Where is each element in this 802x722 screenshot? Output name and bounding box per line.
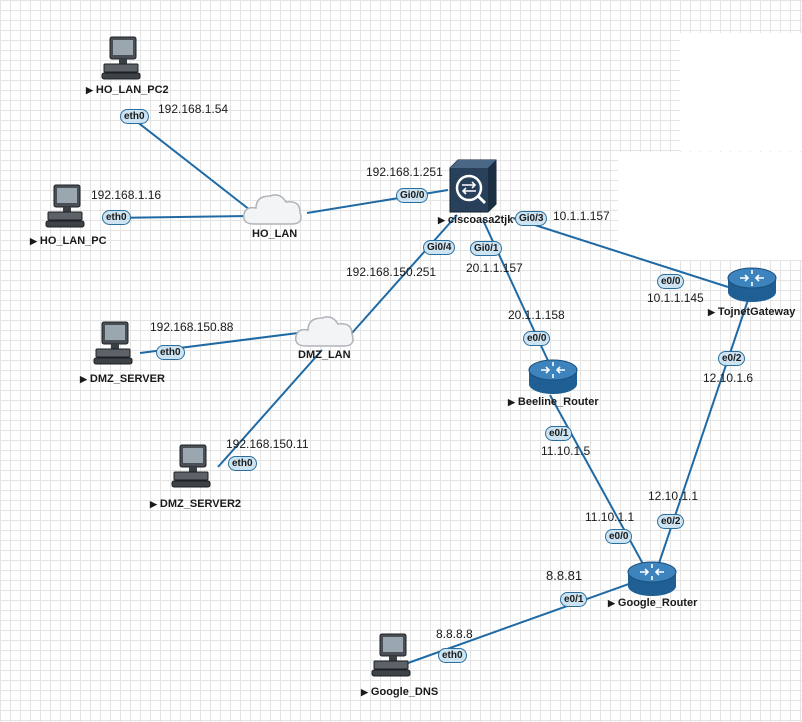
router-node-google[interactable] xyxy=(626,560,678,605)
link-asa-to-tojnet[interactable] xyxy=(512,217,729,288)
port-tojnet-e00[interactable]: e0/0 xyxy=(657,274,685,289)
cloud-node-dmz-lan[interactable] xyxy=(292,310,358,355)
ip-tojnet-e02: 12.10.1.6 xyxy=(703,371,754,385)
ip-asa-gi01: 20.1.1.157 xyxy=(466,261,523,275)
desktop-pc-icon xyxy=(92,321,136,370)
blank-canvas-area xyxy=(618,152,802,260)
ip-dmz-server2: 192.168.150.11 xyxy=(226,437,309,451)
port-google-e02[interactable]: e0/2 xyxy=(657,514,685,529)
cloud-icon xyxy=(240,194,306,232)
pc-node-ho-lan-pc2[interactable] xyxy=(100,35,144,86)
pc-node-ho-lan-pc[interactable] xyxy=(44,183,88,234)
port-tojnet-e02[interactable]: e0/2 xyxy=(718,351,746,366)
port-asa-gi01[interactable]: Gi0/1 xyxy=(470,241,503,256)
desktop-pc-icon xyxy=(370,633,414,682)
ip-dmz-server: 192.168.150.88 xyxy=(150,320,234,334)
router-icon xyxy=(527,359,579,402)
link-ho-lan-pc-to-ho-lan[interactable] xyxy=(109,215,249,219)
desktop-pc-icon xyxy=(100,36,144,85)
firewall-icon xyxy=(448,159,498,218)
ip-tojnet-e00: 10.1.1.145 xyxy=(647,291,704,305)
node-label-beeline[interactable]: ▶Beeline_Router xyxy=(508,396,599,408)
node-label-dmz-server[interactable]: ▶DMZ_SERVER xyxy=(80,373,165,385)
port-google-e01[interactable]: e0/1 xyxy=(560,592,588,607)
ip-ho-lan-pc2: 192.168.1.54 xyxy=(158,102,229,116)
router-node-tojnet-gateway[interactable] xyxy=(726,266,778,311)
desktop-pc-icon xyxy=(44,184,88,233)
ip-asa-gi03: 10.1.1.157 xyxy=(553,209,610,223)
node-label-google-router[interactable]: ▶Google_Router xyxy=(608,597,698,609)
ip-google-e02: 12.10.1.1 xyxy=(648,489,699,503)
port-beeline-e00[interactable]: e0/0 xyxy=(523,331,551,346)
node-label-asa[interactable]: ▶ciscoasa2tjk xyxy=(438,214,514,226)
router-icon xyxy=(626,561,678,604)
pc-node-dmz-server[interactable] xyxy=(92,320,136,371)
link-beeline-to-google[interactable] xyxy=(549,394,649,574)
node-label-google-dns[interactable]: ▶Google_DNS xyxy=(361,686,439,698)
port-asa-gi00[interactable]: Gi0/0 xyxy=(396,188,429,203)
ip-google-dns: 8.8.8.8 xyxy=(436,627,473,641)
ip-asa-gi04: 192.168.150.251 xyxy=(346,265,437,279)
ip-google-e00: 11.10.1.1 xyxy=(585,510,635,524)
port-google-dns-eth0[interactable]: eth0 xyxy=(438,648,467,663)
port-ho-lan-pc2-eth0[interactable]: eth0 xyxy=(120,109,149,124)
node-label-ho-lan-pc2[interactable]: ▶HO_LAN_PC2 xyxy=(86,84,169,96)
cloud-node-ho-lan[interactable] xyxy=(240,188,306,233)
port-asa-gi03[interactable]: Gi0/3 xyxy=(515,211,548,226)
ip-google-e01: 8.8.81 xyxy=(546,568,583,583)
port-beeline-e01[interactable]: e0/1 xyxy=(545,426,573,441)
ip-beeline-e01: 11.10.1.5 xyxy=(541,444,591,458)
port-google-e00[interactable]: e0/0 xyxy=(605,529,633,544)
node-label-ho-lan-pc[interactable]: ▶HO_LAN_PC xyxy=(30,235,107,247)
link-dmz-lan-to-dmz-server2[interactable] xyxy=(217,349,323,468)
ip-beeline-e00: 20.1.1.158 xyxy=(508,308,565,322)
ip-asa-gi00: 192.168.1.251 xyxy=(366,165,443,179)
firewall-node-asa[interactable] xyxy=(448,158,498,219)
node-label-dmz-lan[interactable]: DMZ_LAN xyxy=(298,349,351,361)
port-dmz-server-eth0[interactable]: eth0 xyxy=(156,345,185,360)
pc-node-google-dns[interactable] xyxy=(370,632,414,683)
link-asa-to-dmz-lan[interactable] xyxy=(351,214,458,334)
link-tojnet-to-google[interactable] xyxy=(654,299,749,576)
node-label-tojnet-gateway[interactable]: ▶TojnetGateway xyxy=(708,306,796,318)
cloud-icon xyxy=(292,316,358,354)
port-dmz-server2-eth0[interactable]: eth0 xyxy=(228,456,257,471)
router-node-beeline[interactable] xyxy=(527,358,579,403)
blank-canvas-area xyxy=(680,33,802,151)
router-icon xyxy=(726,267,778,310)
desktop-pc-icon xyxy=(170,444,214,493)
node-label-dmz-server2[interactable]: ▶DMZ_SERVER2 xyxy=(150,498,242,510)
link-ho-lan-pc2-to-ho-lan[interactable] xyxy=(135,120,251,211)
ip-ho-lan-pc: 192.168.1.16 xyxy=(91,188,162,202)
pc-node-dmz-server2[interactable] xyxy=(170,443,214,494)
port-asa-gi04[interactable]: Gi0/4 xyxy=(423,240,456,255)
node-label-ho-lan[interactable]: HO_LAN xyxy=(252,228,298,240)
port-ho-lan-pc-eth0[interactable]: eth0 xyxy=(102,210,131,225)
